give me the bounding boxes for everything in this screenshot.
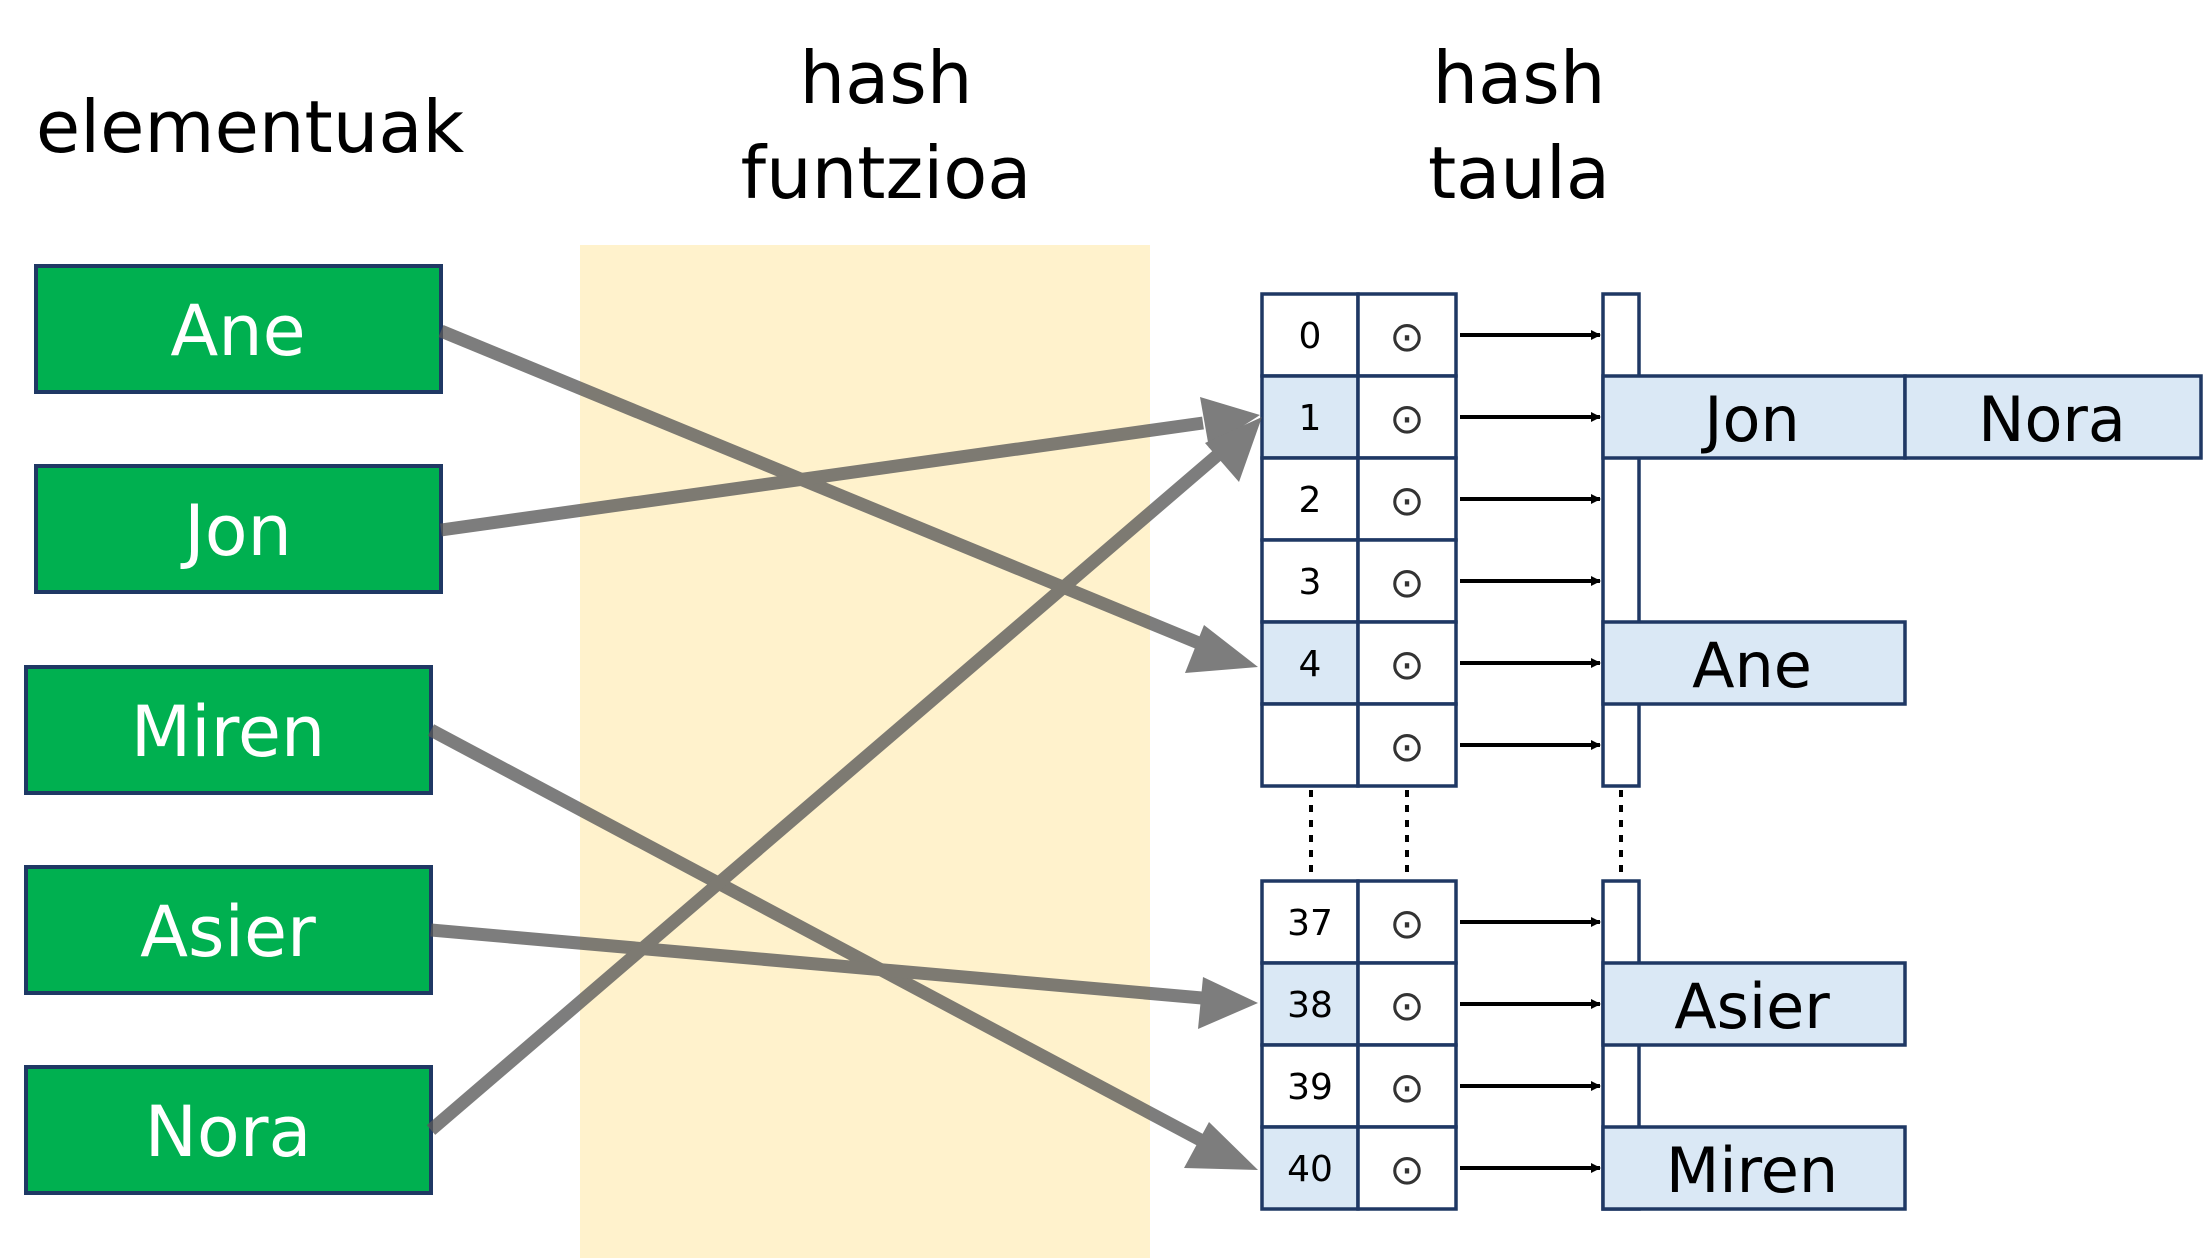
chain-node-ane	[1601, 620, 1907, 706]
element-box-nora: Nora	[24, 1065, 433, 1195]
element-box-ane: Ane	[34, 264, 443, 394]
chain-node-asier	[1601, 961, 1907, 1047]
table-index-label: 3	[1299, 562, 1322, 603]
table-ptr-cell-5	[1356, 702, 1458, 788]
mapping-arrow-jon	[440, 397, 1260, 537]
pointer-icon: ⊙	[1389, 394, 1424, 443]
mapping-arrow-asier	[430, 923, 1258, 1029]
table-ptr-cell-38	[1356, 961, 1458, 1047]
chain-node-label: Jon	[1700, 383, 1800, 456]
pointer-icon: ⊙	[1389, 981, 1424, 1030]
hash-mapping-arrows	[426, 324, 1262, 1170]
element-box-miren: Miren	[24, 665, 433, 795]
hash-table-bottom: 37 ⊙ 38 ⊙ 39 ⊙ 40 ⊙	[1260, 879, 1458, 1211]
element-label: Jon	[180, 490, 292, 572]
table-cell-2	[1260, 456, 1360, 542]
table-index-label: 37	[1287, 903, 1333, 944]
hash-table-top: 0 ⊙ 1 ⊙ 2 ⊙ 3 ⊙ 4 ⊙ ⊙	[1260, 292, 1458, 788]
element-box-asier: Asier	[24, 865, 433, 995]
chain-node-nora	[1903, 374, 2203, 460]
chain-node-miren	[1601, 1125, 1907, 1211]
table-ptr-cell-0	[1356, 292, 1458, 378]
table-continuation-dots	[1309, 790, 1623, 878]
element-label: Ane	[170, 290, 305, 372]
table-cell-37	[1260, 879, 1360, 965]
table-index-label: 1	[1299, 398, 1322, 439]
element-list: Ane Jon Miren Asier Nora	[24, 264, 443, 1195]
table-cell-4	[1260, 620, 1360, 706]
pointer-icon: ⊙	[1389, 1145, 1424, 1194]
header-hash-table-line2: taula	[1428, 131, 1610, 215]
table-ptr-cell-1	[1356, 374, 1458, 460]
mapping-arrow-miren	[427, 724, 1258, 1170]
pointer-arrows	[1460, 330, 1601, 1173]
pointer-icon: ⊙	[1389, 558, 1424, 607]
table-cell-3	[1260, 538, 1360, 624]
table-index-label: 40	[1287, 1149, 1333, 1190]
header-hash-table-line1: hash	[1433, 36, 1606, 120]
chain-nodes: Jon Nora Ane Asier Miren	[1601, 374, 2203, 1211]
element-label: Asier	[140, 891, 316, 973]
mapping-arrow-ane	[438, 324, 1258, 673]
table-index-label: 0	[1299, 316, 1322, 357]
chain-node-label: Ane	[1692, 629, 1812, 702]
pointer-icon: ⊙	[1389, 899, 1424, 948]
table-cell-40	[1260, 1125, 1360, 1211]
element-box-jon: Jon	[34, 464, 443, 594]
table-cell-5	[1260, 702, 1360, 788]
table-index-label: 39	[1287, 1067, 1333, 1108]
element-label: Nora	[145, 1091, 312, 1173]
pointer-icon: ⊙	[1389, 722, 1424, 771]
mapping-arrow-nora	[426, 417, 1262, 1135]
chain-node-label: Miren	[1666, 1134, 1838, 1207]
header-hash-function-line1: hash	[800, 36, 973, 120]
table-ptr-cell-4	[1356, 620, 1458, 706]
pointer-icon: ⊙	[1389, 312, 1424, 361]
element-label: Miren	[131, 691, 326, 773]
pointer-icon: ⊙	[1389, 640, 1424, 689]
table-index-label: 2	[1299, 480, 1322, 521]
pointer-icon: ⊙	[1389, 1063, 1424, 1112]
header-hash-function-line2: funtzioa	[741, 131, 1032, 215]
chain-node-label: Nora	[1978, 383, 2126, 456]
table-index-label: 38	[1287, 985, 1333, 1026]
table-cell-39	[1260, 1043, 1360, 1129]
chain-node-label: Asier	[1674, 970, 1830, 1043]
pointer-icon: ⊙	[1389, 476, 1424, 525]
table-index-label: 4	[1299, 644, 1322, 685]
table-ptr-cell-37	[1356, 879, 1458, 965]
table-ptr-cell-3	[1356, 538, 1458, 624]
header-elements: elementuak	[36, 85, 465, 169]
table-cell-38	[1260, 961, 1360, 1047]
table-ptr-cell-40	[1356, 1125, 1458, 1211]
